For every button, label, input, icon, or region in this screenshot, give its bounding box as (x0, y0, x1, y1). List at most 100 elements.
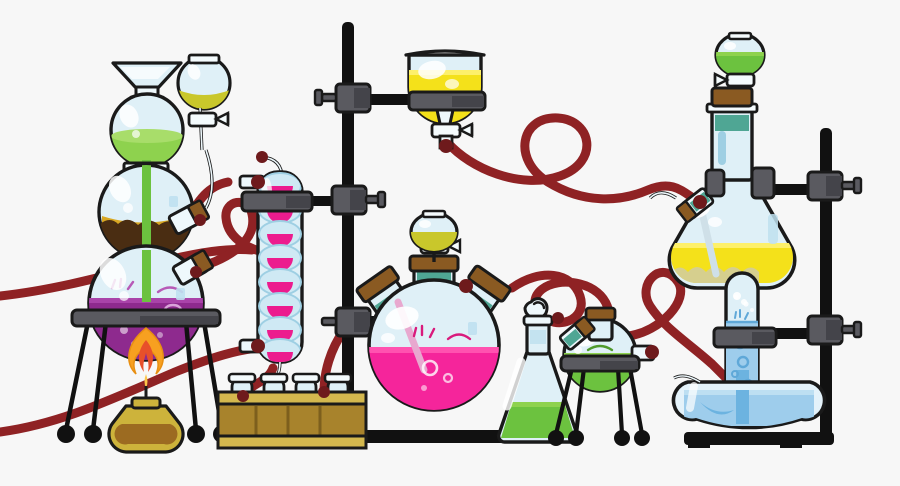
tubing-connector-rack-b (318, 386, 330, 398)
threeneck-bubble-a (421, 359, 439, 377)
stand-pole-right (820, 128, 832, 444)
tubing-connector-condenser-top (251, 175, 265, 189)
burner-fuel (114, 424, 178, 445)
threeneck-bubble-b (442, 372, 454, 384)
green-flask-highlight-b (574, 346, 582, 354)
sep-funnel-clamp-shade (452, 96, 484, 107)
tubing-connector-threeneck-right (459, 279, 473, 293)
tubing-connector-purpleflask (190, 266, 202, 278)
dropfunnel-right-stopcock[interactable] (725, 72, 756, 88)
apparatus-dropping-funnel-left (176, 53, 232, 151)
gas-bubble-7 (731, 370, 739, 378)
dropfunnel-left-highlight (187, 64, 201, 80)
right-dropping-funnel (713, 31, 766, 88)
tubing-connector-green-left (552, 312, 564, 324)
gas-tube-clamp-shade (752, 332, 774, 344)
green-flask-side-arm (558, 315, 596, 351)
tripod-platform-purple-shade (140, 316, 218, 324)
rack-body (216, 402, 368, 440)
tubing-connector-yellow-flask (693, 195, 707, 209)
dropfunnel-right-rim (727, 31, 753, 41)
tubing-sep-to-right (443, 113, 705, 207)
apparatus-allihn-condenser (238, 155, 314, 388)
purple-bubble-c (157, 332, 163, 338)
flame-tip (144, 374, 148, 388)
dropfunnel-right-contents (716, 52, 764, 76)
tubing-connector-condenser-bottom (251, 339, 265, 353)
bowl-tube-immersed (736, 390, 749, 424)
erlenmeyer-liquid-surface (501, 402, 575, 407)
tubing-connector-sedflask (194, 214, 206, 226)
sep-funnel-liquid-surface (409, 70, 481, 75)
dropfunnel-right-highlight (724, 42, 736, 50)
tubing-connector-rack-a (237, 390, 249, 402)
tripod-leg-3 (183, 319, 199, 433)
apparatus-funnel-bulb-assembly (109, 61, 185, 345)
threeneck-bubble-c (421, 385, 427, 391)
yellow-flask-neck-seal (715, 115, 749, 131)
clamp-sep-funnel-stand[interactable] (313, 82, 372, 114)
clamp-gas-tube-stand[interactable] (806, 314, 863, 346)
sediment-flask-highlight-a (108, 175, 132, 203)
dropfunnel-center-rim (421, 209, 447, 219)
green-flask-cork[interactable] (584, 306, 617, 322)
tubing-connector-sep-outlet (439, 139, 453, 153)
tripod-green-flask (548, 354, 650, 446)
apparatus-alcohol-burner (107, 327, 185, 454)
purple-flask-highlight-a (99, 257, 127, 291)
condenser-clamp-shade (286, 196, 310, 208)
clamp-knobs-group (313, 82, 863, 346)
yellow-flask-highlight-b (708, 217, 722, 227)
apparatus-separatory-funnel (404, 49, 487, 150)
yellow-flask-cork[interactable] (710, 86, 754, 108)
upper-bulb-highlight-a (119, 104, 139, 128)
clamp-condenser-stand[interactable] (330, 184, 387, 216)
clamp-right-flask-stand[interactable] (806, 170, 863, 202)
sediment-flask-shade (169, 196, 178, 207)
tripod-purple-flask (57, 308, 231, 443)
apparatus-gas-collection-tube (671, 271, 827, 430)
threeneck-shade (468, 322, 477, 335)
bowl-highlight (686, 382, 698, 412)
threeneck-arc-mark (446, 333, 472, 341)
yellow-flask-clamp-right[interactable] (750, 166, 776, 200)
tripod-leg-2 (90, 319, 109, 433)
bowl-water-swirl (700, 402, 734, 415)
threeneck-splash-marks (412, 324, 436, 339)
dropfunnel-left-stopcock-body[interactable] (187, 111, 218, 128)
upper-bulb-liquid-surface (111, 129, 183, 143)
condenser-bulb-row (258, 172, 302, 362)
condenser-bulbs-group (258, 172, 302, 362)
glass-funnel-highlight (120, 67, 170, 79)
yellow-flask-shade (768, 214, 778, 244)
tripod-foot-2 (84, 425, 102, 443)
tripod-foot-3 (187, 425, 205, 443)
gas-inlet-tube-inner (673, 375, 701, 383)
tubing-connector-green-right (645, 345, 659, 359)
threeneck-dropping-funnel (409, 209, 462, 262)
erlenmeyer-stopper-ring (532, 301, 546, 310)
sep-funnel-rim (404, 49, 486, 57)
clamp-threeneck-stand[interactable] (320, 306, 372, 338)
yellow-flask-stir-rod (698, 208, 720, 278)
sediment-flask-green-column (142, 165, 151, 259)
dropfunnel-center-highlight (419, 220, 431, 228)
erlenmeyer-highlight (502, 357, 526, 411)
purple-flask-shade (176, 288, 185, 300)
threeneck-highlight-b (381, 333, 395, 343)
rack-bottom-rail (216, 434, 368, 450)
tubing-green-to-gas (623, 267, 735, 387)
erlenmeyer-stopper-base (522, 314, 554, 327)
upper-bulb-highlight-b (132, 130, 140, 138)
green-flask-arc-mark (586, 344, 614, 352)
stand-foot-right-left (688, 438, 710, 448)
tripod-leg-1 (63, 319, 91, 433)
threeneck-liquid-surface (369, 347, 499, 353)
dropfunnel-center-contents (411, 232, 457, 251)
sep-funnel-highlight-a (418, 60, 446, 80)
tubing-connectors-group (190, 139, 707, 402)
yellow-flask-clamp-left[interactable] (704, 168, 726, 198)
water-bowl-contents (684, 382, 814, 426)
